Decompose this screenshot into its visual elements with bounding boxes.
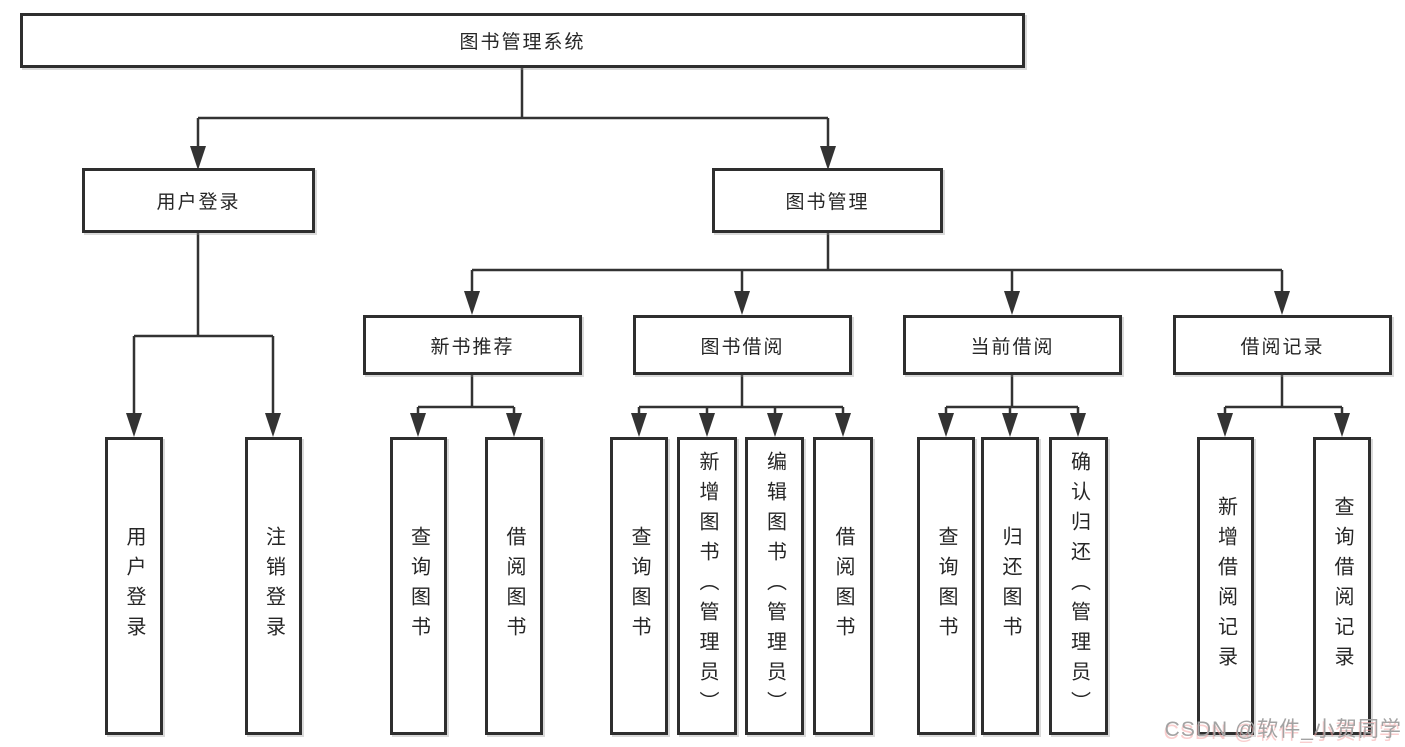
connector-newbook-to-leaves [416,375,516,415]
node-current-borrow: 当前借阅 [903,315,1122,375]
leaf-records-query-record-label: 查询借阅记录 [1331,496,1353,676]
leaf-borrow-query-books-label: 查询图书 [628,526,650,646]
leaf-user-login-label: 用户登录 [123,526,145,646]
leaf-current-return-books-label: 归还图书 [999,526,1021,646]
connector-bookmgmt-to-level3 [470,233,1284,293]
node-borrow-records: 借阅记录 [1173,315,1392,375]
leaf-records-add-record-label: 新增借阅记录 [1214,496,1237,676]
leaf-borrow-add-books-admin-label: 新增图书（管理员） [696,451,718,721]
connector-currentborrow-to-leaves [944,375,1080,415]
leaf-borrow-edit-books-admin-label: 编辑图书（管理员） [763,451,786,721]
leaf-logout-label: 注销登录 [262,526,285,646]
connector-records-to-leaves [1223,375,1344,415]
arrowheads [126,146,1350,437]
leaf-borrow-query-books: 查询图书 [610,437,668,735]
leaf-newbook-borrow-books: 借阅图书 [485,437,543,735]
leaf-records-query-record: 查询借阅记录 [1313,437,1371,735]
leaf-current-confirm-return-admin-label: 确认归还（管理员） [1067,451,1090,721]
leaf-records-add-record: 新增借阅记录 [1197,437,1254,735]
node-user-login: 用户登录 [82,168,315,233]
leaf-borrow-borrow-books: 借阅图书 [813,437,873,735]
node-book-management: 图书管理 [712,168,943,233]
leaf-user-login: 用户登录 [105,437,163,735]
leaf-borrow-add-books-admin: 新增图书（管理员） [677,437,737,735]
watermark: CSDN @软件_小贺同学 [1164,718,1402,741]
connector-root-to-level2 [196,68,830,148]
connector-bookborrow-to-leaves [637,375,845,415]
leaf-current-query-books-label: 查询图书 [935,526,957,646]
node-book-borrow: 图书借阅 [633,315,852,375]
leaf-borrow-edit-books-admin: 编辑图书（管理员） [745,437,804,735]
connector-userlogin-to-leaves [132,233,275,415]
leaf-current-return-books: 归还图书 [981,437,1039,735]
leaf-current-query-books: 查询图书 [917,437,975,735]
node-root: 图书管理系统 [20,13,1025,68]
leaf-newbook-query-books: 查询图书 [390,437,447,735]
leaf-borrow-borrow-books-label: 借阅图书 [832,526,854,646]
node-new-book-recommend: 新书推荐 [363,315,582,375]
leaf-newbook-query-books-label: 查询图书 [407,526,430,646]
leaf-current-confirm-return-admin: 确认归还（管理员） [1049,437,1108,735]
leaf-logout: 注销登录 [245,437,302,735]
leaf-newbook-borrow-books-label: 借阅图书 [503,526,525,646]
